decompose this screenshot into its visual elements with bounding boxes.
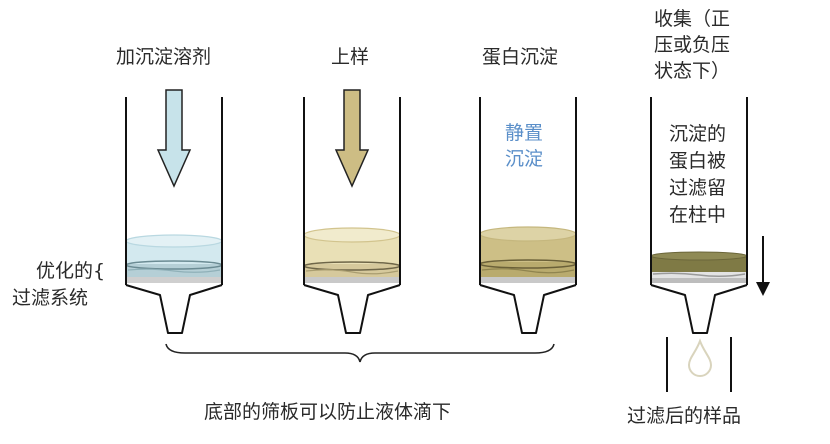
tube-load-sample	[303, 97, 401, 334]
side-label-line-2: 过滤系统	[12, 287, 89, 309]
collect-note: 沉淀的 蛋白被 过滤留 在柱中	[669, 121, 726, 229]
collect-caption: 过滤后的样品	[627, 405, 742, 427]
collect-title-line-3: 状态下）	[654, 60, 731, 82]
step-title-precipitate: 蛋白沉淀	[482, 46, 559, 68]
collect-note-line-4: 在柱中	[669, 204, 727, 226]
side-label-filter-system: 优化的{ 过滤系统	[12, 258, 105, 312]
step-title-add-precipitant: 加沉淀溶剂	[116, 46, 212, 68]
tube-collect	[650, 97, 748, 334]
step-title-load-sample: 上样	[331, 46, 370, 68]
arrow-down-icon-tan	[334, 89, 370, 188]
brace-caption: 底部的筛板可以防止液体滴下	[204, 401, 452, 423]
precipitate-note-line-2: 沉淀	[505, 148, 544, 170]
pressure-arrow-icon	[756, 236, 770, 296]
collect-note-line-2: 蛋白被	[669, 150, 727, 172]
precipitate-note-line-1: 静置	[505, 122, 544, 144]
collect-title-line-2: 压或负压	[654, 34, 731, 56]
side-label-line-1: 优化的{	[36, 260, 106, 282]
collect-note-line-3: 过滤留	[669, 177, 727, 199]
tube-add-precipitant	[125, 97, 223, 334]
droplet-icon	[687, 338, 713, 377]
collect-title-line-1: 收集（正	[654, 8, 731, 30]
tube-precipitate	[479, 97, 577, 334]
arrow-down-icon-blue	[156, 89, 192, 188]
step-title-collect: 收集（正 压或负压 状态下）	[654, 6, 730, 84]
precipitate-note: 静置 沉淀	[505, 120, 543, 172]
curly-brace	[165, 343, 555, 363]
collect-note-line-1: 沉淀的	[669, 123, 727, 145]
